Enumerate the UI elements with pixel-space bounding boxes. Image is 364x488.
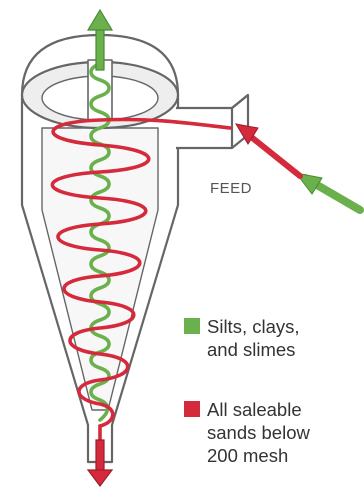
feed-label: FEED xyxy=(210,180,252,197)
legend-item-silts: Silts, clays, and slimes xyxy=(184,315,300,361)
feed-arrow xyxy=(236,124,360,210)
legend-swatch-red xyxy=(184,401,200,417)
legend-label-sands: All saleable sands below 200 mesh xyxy=(207,398,310,467)
legend-item-sands: All saleable sands below 200 mesh xyxy=(184,398,310,467)
legend-swatch-green xyxy=(184,318,200,334)
legend-label-silts: Silts, clays, and slimes xyxy=(207,315,300,361)
